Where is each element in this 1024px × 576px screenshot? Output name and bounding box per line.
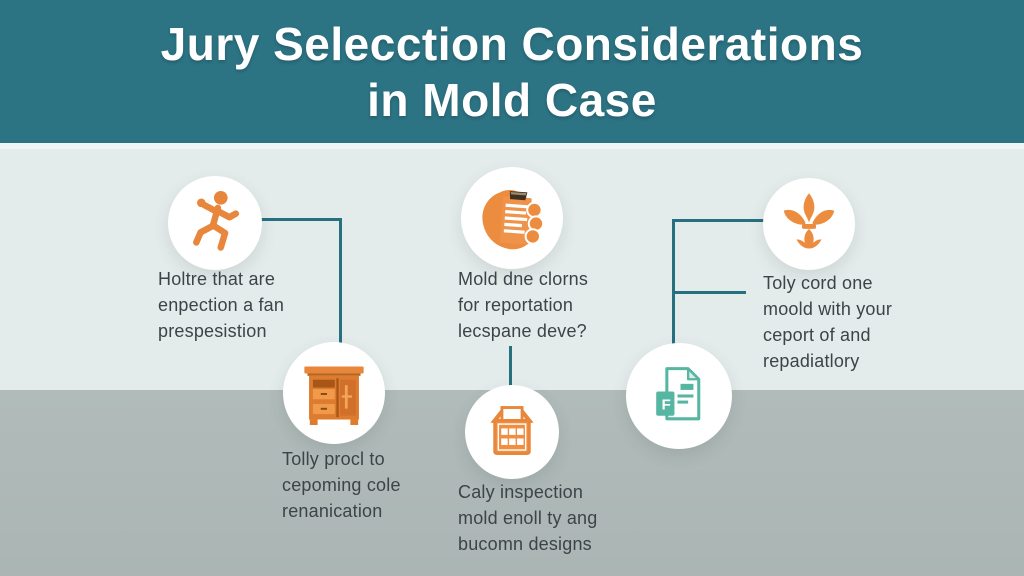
page-title-line1: Jury Selecction Considerations [160,17,864,70]
node-circle-fleur [763,178,855,270]
node-circle-running-person [168,176,262,270]
header-divider [0,143,1024,149]
page-title-line2: in Mold Case [367,73,657,126]
documents-icon: F [656,367,701,421]
cabinet-icon [304,366,364,425]
connector-line [339,218,342,345]
connector-line [672,219,675,346]
connector-line [672,219,765,222]
caption-running-person: Holtre that are enpection a fan prespesi… [158,269,285,341]
node-circle-calendar [465,385,559,479]
connector-line [672,291,746,294]
node-circle-cabinet [283,342,385,444]
node-circle-clipboard [461,167,563,269]
caption-fleur: Toly cord one moold with your ceport of … [763,273,893,371]
node-circle-documents: F [626,343,732,449]
caption-clipboard: Mold dne clorns for reportation lecspane… [458,269,589,341]
calendar-grid-icon [490,406,534,456]
caption-calendar: Caly inspection mold enoll ty ang bucomn… [458,482,598,554]
connector-line [260,218,342,221]
caption-cabinet: Tolly procl to cepoming cole renanicatio… [282,449,401,521]
svg-text:F: F [662,397,671,414]
connector-line [509,346,512,387]
header-banner: Jury Selecction Considerations in Mold C… [0,0,1024,143]
fleur-de-lis-icon [783,193,835,249]
clipboard-in-hand-icon [482,190,545,250]
running-person-icon [193,190,240,251]
